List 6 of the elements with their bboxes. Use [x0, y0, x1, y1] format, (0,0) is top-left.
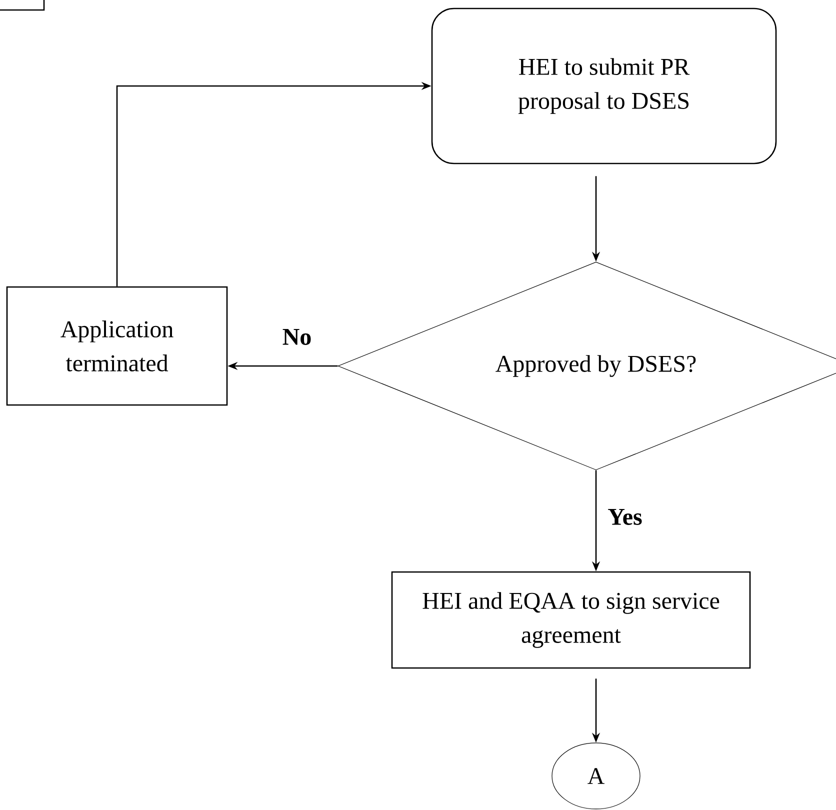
edge-label: Yes: [606, 508, 644, 526]
process-box: [0, 0, 45, 11]
process-box: Application terminated: [6, 286, 228, 406]
process-box: HEI and EQAA to sign service agreement: [391, 571, 751, 669]
edge-label: No: [281, 328, 313, 346]
process-box: HEI to submit PR proposal to DSES: [431, 8, 777, 164]
